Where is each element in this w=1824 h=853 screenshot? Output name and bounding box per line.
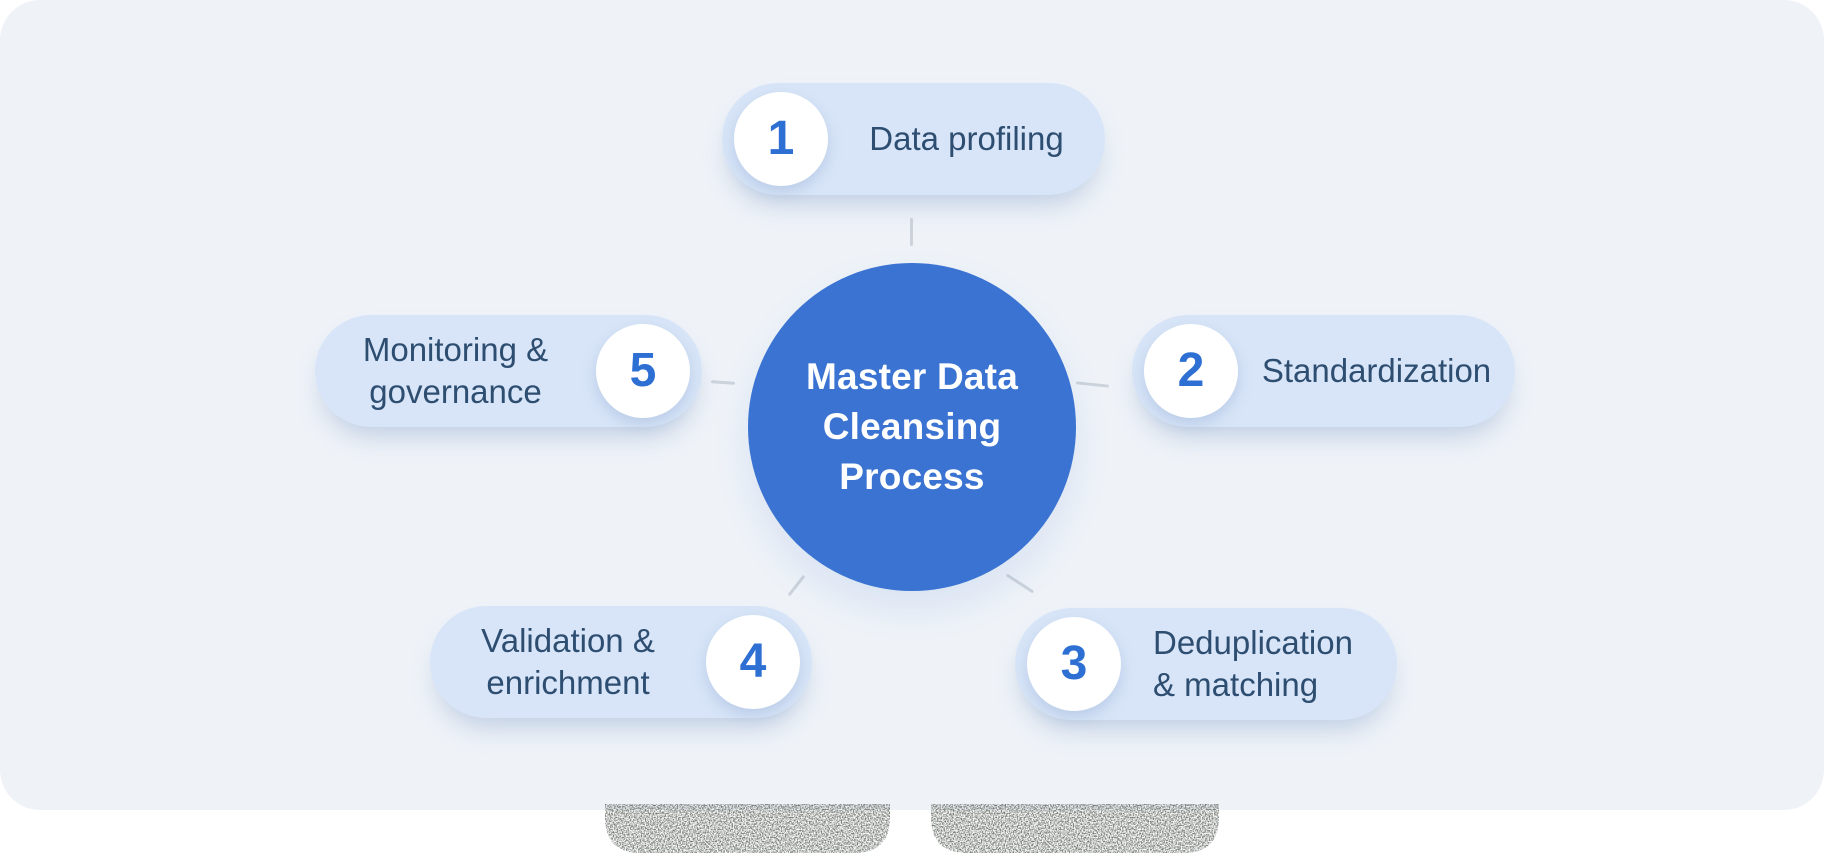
- step-number: 3: [1060, 637, 1088, 690]
- diagram-title-line2: Cleansing Process: [822, 406, 1002, 497]
- step-pill-standardization: 2 Standardization: [1132, 315, 1515, 427]
- step-pill-monitoring-governance: Monitoring & governance 5: [315, 315, 702, 427]
- step-number: 5: [629, 344, 657, 397]
- step-label: Deduplication & matching: [1121, 622, 1397, 706]
- noise-blob-left: [605, 804, 890, 853]
- step-label: Data profiling: [828, 118, 1105, 160]
- step-number-badge: 4: [706, 615, 800, 709]
- step-label: Standardization: [1238, 350, 1515, 392]
- step-label-line1: Validation &: [481, 622, 655, 659]
- center-circle: Master Data Cleansing Process: [748, 263, 1076, 591]
- diagram-title: Master Data Cleansing Process: [748, 352, 1076, 502]
- step-number-badge: 3: [1027, 617, 1121, 711]
- step-label: Monitoring & governance: [315, 329, 596, 413]
- step-number-badge: 2: [1144, 324, 1238, 418]
- step-label-line2: governance: [369, 373, 542, 410]
- step-number: 2: [1177, 344, 1205, 397]
- step-label-line1: Monitoring &: [362, 331, 549, 368]
- step-number: 1: [767, 112, 795, 165]
- diagram-title-line1: Master Data: [806, 356, 1018, 397]
- step-label-line1: Data profiling: [869, 120, 1064, 157]
- step-pill-validation-enrichment: Validation & enrichment 4: [430, 606, 812, 718]
- step-label-line1: Standardization: [1261, 352, 1492, 389]
- noise-blob-right: [931, 804, 1219, 853]
- step-label-line1: Deduplication: [1153, 624, 1353, 661]
- step-number: 4: [739, 635, 767, 688]
- step-label-line2: & matching: [1153, 666, 1319, 703]
- step-label-line2: enrichment: [486, 664, 650, 701]
- step-pill-data-profiling: 1 Data profiling: [722, 83, 1105, 195]
- connector-top: [910, 218, 913, 246]
- step-number-badge: 1: [734, 92, 828, 186]
- step-pill-deduplication-matching: 3 Deduplication & matching: [1015, 608, 1397, 720]
- step-label: Validation & enrichment: [430, 620, 706, 704]
- step-number-badge: 5: [596, 324, 690, 418]
